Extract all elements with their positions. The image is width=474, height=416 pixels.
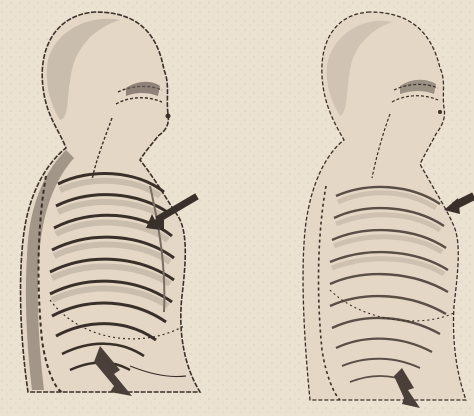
mouth-mark: [438, 110, 442, 114]
mouth-mark: [166, 114, 171, 119]
